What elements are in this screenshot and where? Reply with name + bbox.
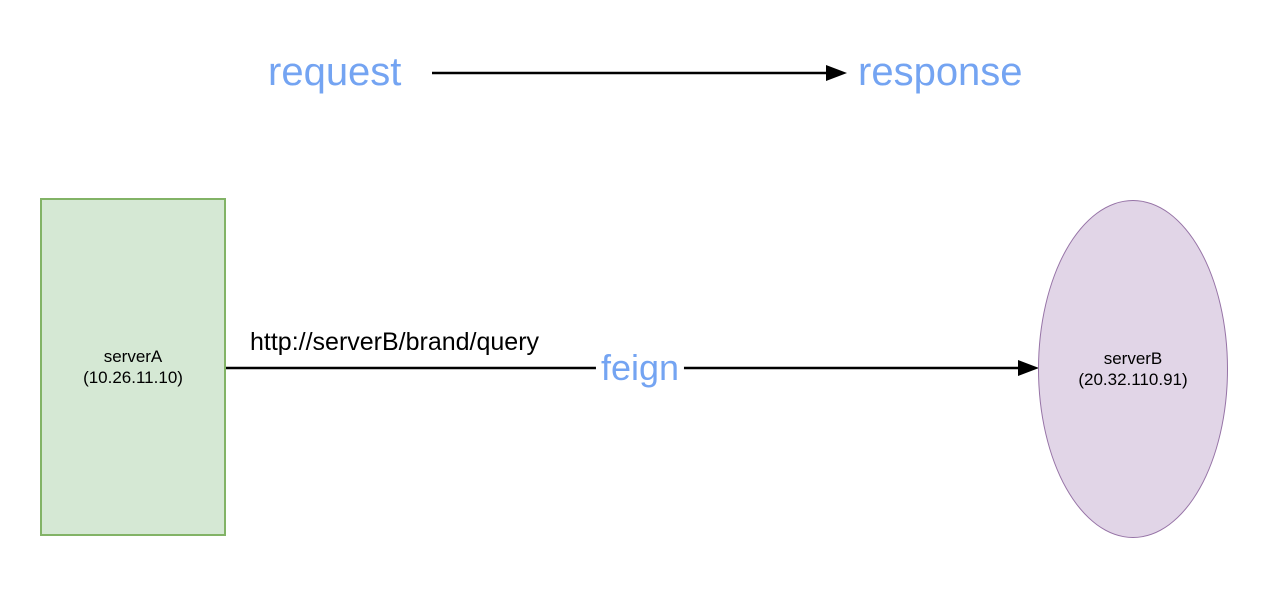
server-b-ip: (20.32.110.91) [1078,370,1188,389]
request-response-arrow [432,65,847,81]
server-a-ip: (10.26.11.10) [83,368,183,387]
server-a-node: serverA (10.26.11.10) [40,198,226,536]
server-b-node: serverB (20.32.110.91) [1038,200,1228,538]
edge-feign-label: feign [595,348,685,388]
server-a-name: serverA [103,347,163,366]
request-label: request [268,50,402,94]
server-b-text: serverB (20.32.110.91) [1078,348,1187,390]
edge-url-label: http://serverB/brand/query [250,328,540,356]
server-a-text: serverA (10.26.11.10) [83,346,183,388]
response-label: response [858,50,1023,94]
server-b-name: serverB [1103,349,1163,368]
